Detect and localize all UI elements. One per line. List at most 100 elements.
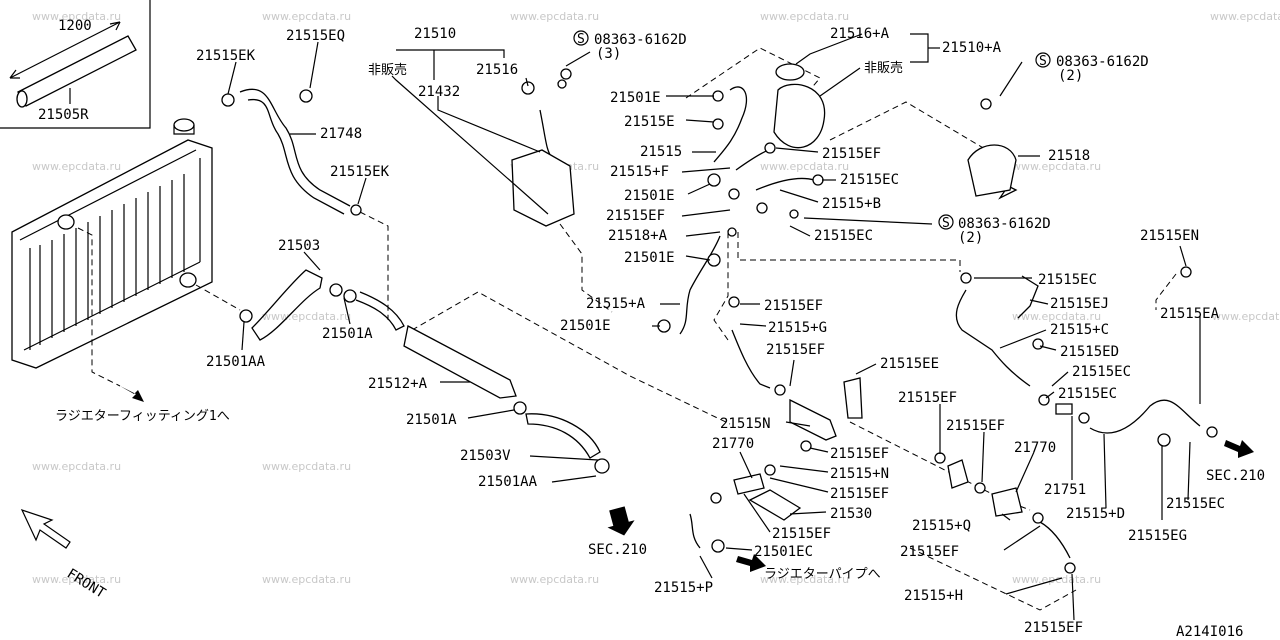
part-label: 21770 bbox=[712, 436, 754, 452]
part-label: 21748 bbox=[320, 126, 362, 142]
part-label: 21515+G bbox=[768, 320, 827, 336]
part-label: 21515EF bbox=[898, 390, 957, 406]
part-label: 21501E bbox=[560, 318, 611, 334]
cap-21516A bbox=[775, 63, 805, 81]
watermark: www.epcdata.ru bbox=[262, 310, 351, 323]
part-label: 21515EF bbox=[764, 298, 823, 314]
pipe-21515N bbox=[789, 398, 837, 441]
part-label: 21515+P bbox=[654, 580, 713, 596]
part-label: 21530 bbox=[830, 506, 872, 522]
part-label: 21515EF bbox=[946, 418, 1005, 434]
part-label: 21515EK bbox=[196, 48, 256, 64]
arrow-icon bbox=[1224, 440, 1254, 458]
hose-21505R-drawing bbox=[17, 35, 137, 107]
watermark: www.epcdata.ru bbox=[760, 10, 849, 23]
watermark: www.epcdata.ru bbox=[32, 160, 121, 173]
part-label: 21515+C bbox=[1050, 322, 1109, 338]
watermark: www.epcdata.ru bbox=[1212, 310, 1280, 323]
section-label: SEC.210 bbox=[588, 542, 647, 558]
s-bolt-icon: S bbox=[942, 216, 950, 231]
note-label: ラジエターフィッティング1へ bbox=[55, 409, 230, 424]
watermark: www.epcdata.ru bbox=[1012, 310, 1101, 323]
quantity-label: (2) bbox=[958, 230, 983, 246]
part-label: 21501E bbox=[624, 188, 675, 204]
watermark: www.epcdata.ru bbox=[32, 573, 121, 586]
s-bolt-icon: S bbox=[577, 32, 585, 47]
watermark: www.epcdata.ru bbox=[1012, 160, 1101, 173]
part-label: 08363-6162D bbox=[594, 32, 687, 48]
part-label: 21501A bbox=[322, 326, 373, 342]
part-label: 21515EE bbox=[880, 356, 939, 372]
part-label: 21501AA bbox=[206, 354, 266, 370]
part-label: 21515+H bbox=[904, 588, 963, 604]
part-label: 21518+A bbox=[608, 228, 668, 244]
part-label: 21515EN bbox=[1140, 228, 1199, 244]
dimension-label: 1200 bbox=[58, 18, 92, 34]
part-label: 21515 bbox=[640, 144, 682, 160]
part-label: 21515ED bbox=[1060, 344, 1119, 360]
direction-arrows bbox=[20, 386, 1254, 572]
part-label: 08363-6162D bbox=[1056, 54, 1149, 70]
part-label: 21515+Q bbox=[912, 518, 971, 534]
watermark: www.epcdata.ru bbox=[760, 160, 849, 173]
diagram-id: A214I016 bbox=[1176, 624, 1243, 640]
part-label: 21751 bbox=[1044, 482, 1086, 498]
part-label: 08363-6162D bbox=[958, 216, 1051, 232]
part-label: 21515EK bbox=[330, 164, 390, 180]
bolt-symbols: S S S bbox=[573, 30, 1051, 231]
part-label: 21515EF bbox=[900, 544, 959, 560]
part-label: 21515EF bbox=[830, 446, 889, 462]
part-label: 21515EF bbox=[830, 486, 889, 502]
watermark: www.epcdata.ru bbox=[760, 573, 849, 586]
arrow-icon bbox=[736, 554, 766, 572]
watermark: www.epcdata.ru bbox=[510, 573, 599, 586]
part-label: 21515EC bbox=[1038, 272, 1097, 288]
part-label: 21515EC bbox=[1166, 496, 1225, 512]
reservoir-tank-21510 bbox=[511, 149, 575, 227]
part-label: 21515EC bbox=[1058, 386, 1117, 402]
watermark: www.epcdata.ru bbox=[1210, 10, 1280, 23]
watermark: www.epcdata.ru bbox=[262, 573, 351, 586]
part-label: 21515EQ bbox=[286, 28, 345, 44]
part-label: 21510 bbox=[414, 26, 456, 42]
clamps bbox=[221, 68, 1218, 574]
part-label: 21515EF bbox=[766, 342, 825, 358]
part-label: 21515EF bbox=[822, 146, 881, 162]
bracket-21530 bbox=[748, 489, 802, 521]
part-label: 21515E bbox=[624, 114, 675, 130]
part-label: 21515+D bbox=[1066, 506, 1125, 522]
part-label: 21432 bbox=[418, 84, 460, 100]
radiator-cap bbox=[173, 118, 195, 132]
s-bolt-icon: S bbox=[1039, 54, 1047, 69]
part-label: 21515EJ bbox=[1050, 296, 1109, 312]
section-label: SEC.210 bbox=[1206, 468, 1265, 484]
note-label: 非販売 bbox=[864, 60, 903, 76]
radiator bbox=[11, 118, 213, 369]
s-bolt-icon bbox=[573, 30, 589, 46]
part-label: 21501E bbox=[624, 250, 675, 266]
part-label: 21770 bbox=[1014, 440, 1056, 456]
part-label: 21515EF bbox=[772, 526, 831, 542]
part-label: 21510+A bbox=[942, 40, 1002, 56]
s-bolt-icon bbox=[938, 214, 954, 230]
arrow-icon bbox=[607, 506, 635, 536]
part-label: 21512+A bbox=[368, 376, 428, 392]
note-label: ラジエターパイプへ bbox=[764, 567, 881, 582]
part-labels: 21515EK 21515EQ 21748 21515EK 21503 2150… bbox=[55, 26, 1265, 640]
front-arrow-icon bbox=[20, 508, 71, 549]
watermark: www.epcdata.ru bbox=[262, 460, 351, 473]
part-label: 21515EC bbox=[1072, 364, 1131, 380]
leader-lines bbox=[227, 33, 1201, 621]
part-label: 21501EC bbox=[754, 544, 813, 560]
part-label: 21516+A bbox=[830, 26, 890, 42]
part-label: 21515+B bbox=[822, 196, 881, 212]
part-label: 21515+A bbox=[586, 296, 646, 312]
part-label: 21516 bbox=[476, 62, 518, 78]
part-label: 21505R bbox=[38, 107, 89, 123]
reservoir-tank-21510A bbox=[773, 83, 826, 149]
part-label: 21501E bbox=[610, 90, 661, 106]
quantity-label: (2) bbox=[1058, 68, 1083, 84]
quantity-label: (3) bbox=[596, 46, 621, 62]
